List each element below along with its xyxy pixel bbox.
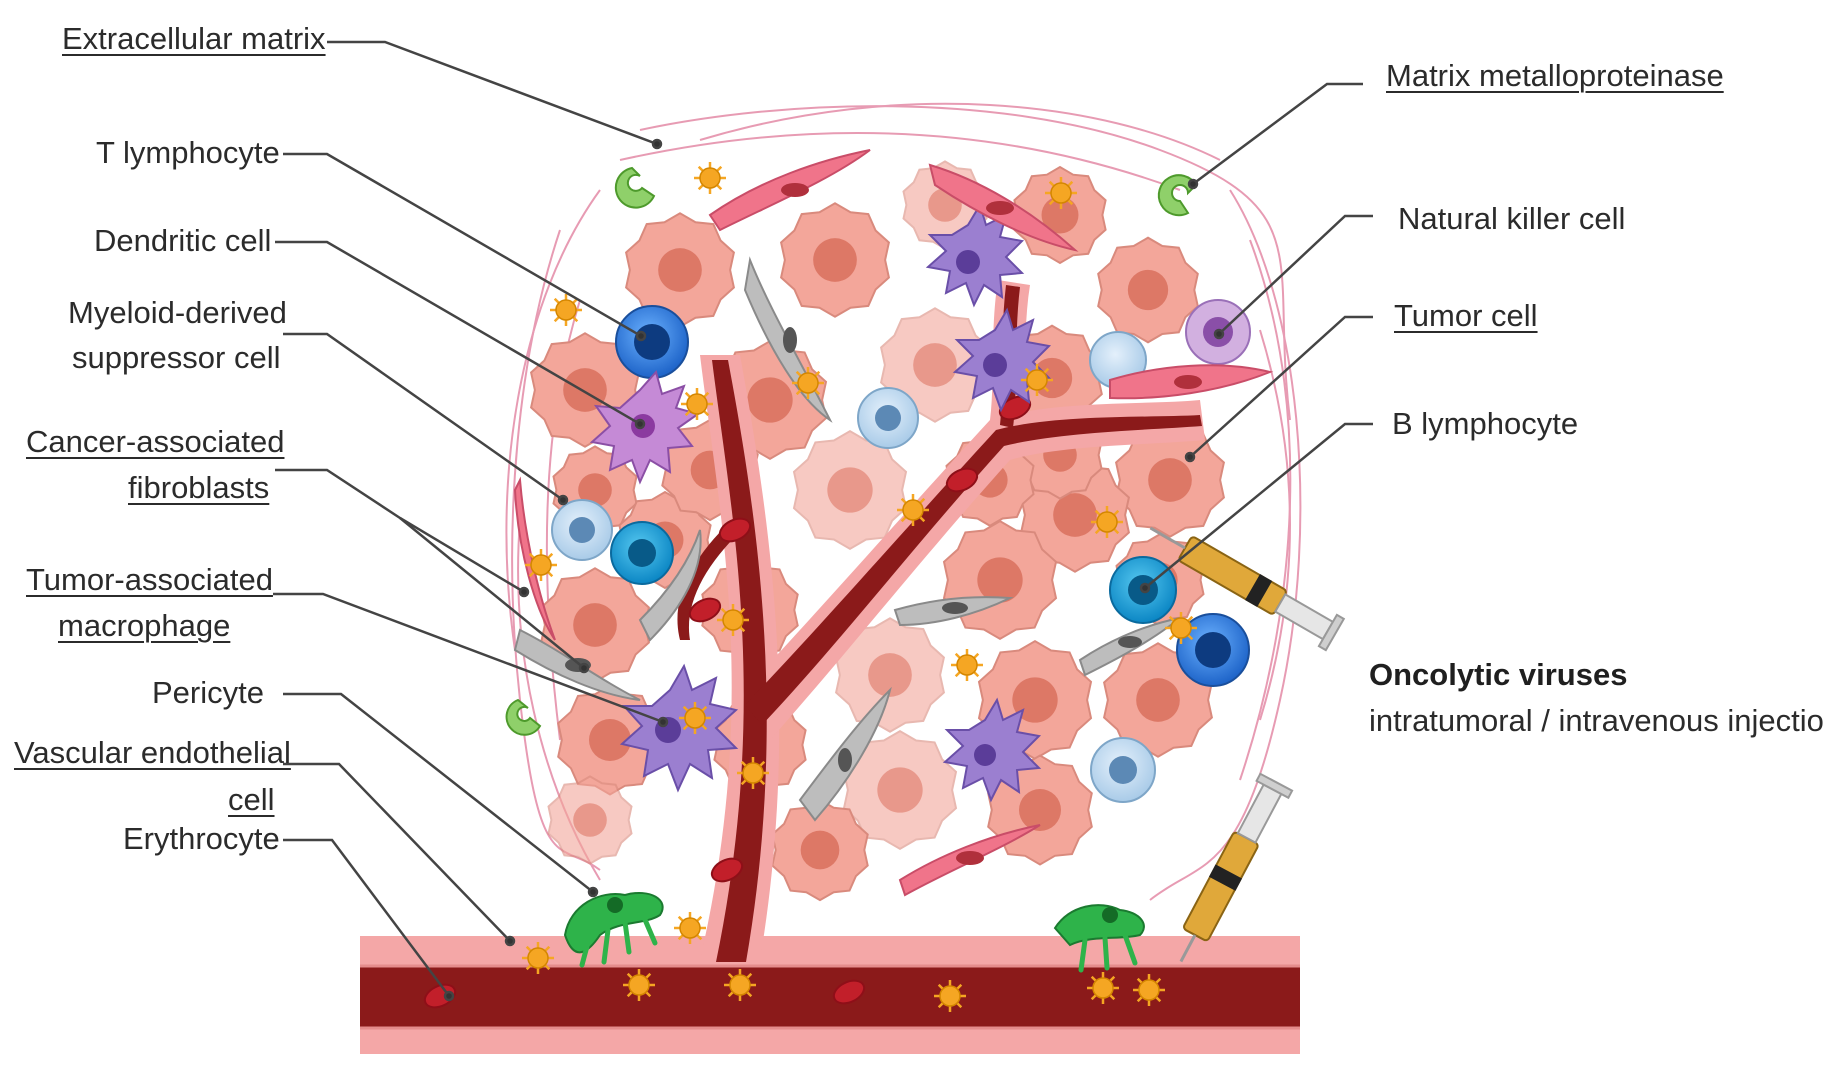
leader-lines (273, 40, 1373, 1002)
label-dendritic-cell: Dendritic cell (94, 223, 272, 258)
erythrocytes (423, 395, 1032, 1009)
label-erythrocyte: Erythrocyte (123, 821, 280, 856)
label-b-lymphocyte: B lymphocyte (1392, 406, 1579, 441)
virus-icon (522, 162, 1197, 1012)
label-tumor-cell: Tumor cell (1394, 298, 1538, 333)
extracellular-matrix-fibers (505, 102, 1302, 901)
label-pericyte: Pericyte (152, 675, 264, 710)
label-mdsc-line1: Myeloid-derived (68, 295, 287, 330)
label-matrix-metalloproteinase: Matrix metalloproteinase (1386, 58, 1724, 93)
label-oncolytic-viruses: Oncolytic viruses (1369, 657, 1628, 692)
syringe-icon-2 (1179, 772, 1294, 963)
label-vec-line2: cell (228, 782, 275, 817)
label-extracellular-matrix: Extracellular matrix (62, 21, 326, 56)
label-natural-killer-cell: Natural killer cell (1398, 201, 1626, 236)
label-mdsc-line2: suppressor cell (72, 340, 281, 375)
label-tam-line1: Tumor-associated (26, 562, 273, 597)
mmp-icon (505, 166, 1198, 736)
label-caf-line1: Cancer-associated (26, 424, 285, 459)
label-t-lymphocyte: T lymphocyte (96, 135, 280, 170)
label-injection-route: intratumoral / intravenous injection (1369, 703, 1825, 738)
label-tam-line2: macrophage (58, 608, 231, 643)
syringe-icon (1149, 526, 1346, 652)
label-vec-line1: Vascular endothelial (14, 735, 291, 770)
label-caf-line2: fibroblasts (128, 470, 270, 505)
